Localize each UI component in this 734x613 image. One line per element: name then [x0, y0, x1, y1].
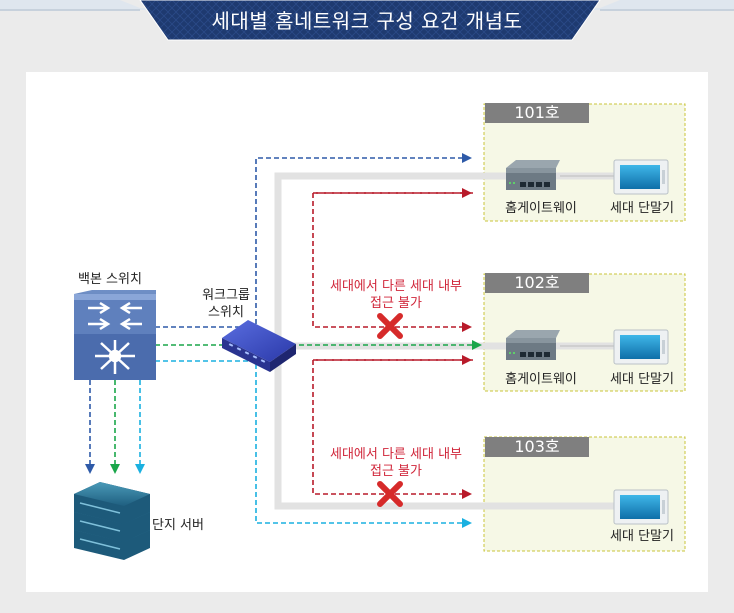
backbone-switch-icon — [74, 290, 156, 380]
title-banner — [0, 0, 734, 41]
complex-server-label: 단지 서버 — [152, 518, 204, 533]
unit-terminal-icon — [613, 489, 669, 525]
unit-name-101: 101호 — [485, 103, 589, 123]
backbone-switch-label: 백본 스위치 — [78, 272, 142, 287]
unit-name-103: 103호 — [485, 437, 589, 457]
unit-name-102: 102호 — [485, 273, 589, 293]
complex-server-icon — [74, 482, 150, 560]
blocked-x-icon — [377, 313, 403, 339]
gateway-label-101: 홈게이트웨이 — [505, 201, 577, 216]
blocked-note-line1: 세대에서 다른 세대 내부 — [330, 447, 462, 462]
gateway-label-102: 홈게이트웨이 — [505, 372, 577, 387]
unit-terminal-icon — [613, 159, 669, 195]
workgroup-switch-label-line2: 스위치 — [208, 305, 244, 320]
blocked-x-icon — [377, 481, 403, 507]
home-gateway-icon — [506, 330, 560, 360]
unit-terminal-icon — [613, 329, 669, 365]
workgroup-switch-label-line1: 워크그룹 — [202, 288, 250, 303]
blocked-note-line2: 접근 불가 — [370, 296, 422, 311]
blocked-note-line2: 접근 불가 — [370, 464, 422, 479]
blue-link-101 — [155, 153, 472, 328]
terminal-label-102: 세대 단말기 — [610, 372, 674, 387]
page-title: 세대별 홈네트워크 구성 요건 개념도 — [211, 9, 523, 33]
physical-cable — [274, 172, 614, 510]
workgroup-switch-icon — [222, 320, 296, 372]
blocked-note-line1: 세대에서 다른 세대 내부 — [330, 279, 462, 294]
terminal-label-103: 세대 단말기 — [610, 529, 674, 544]
terminal-label-101: 세대 단말기 — [610, 201, 674, 216]
home-gateway-icon — [506, 160, 560, 190]
